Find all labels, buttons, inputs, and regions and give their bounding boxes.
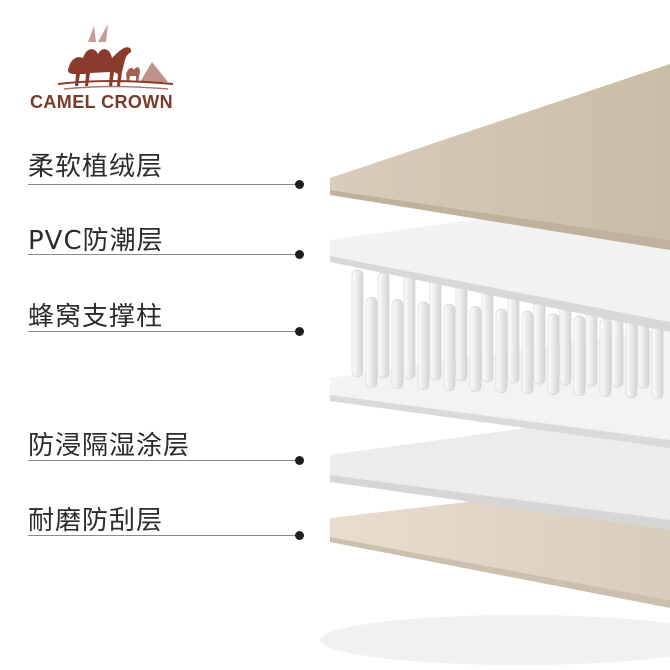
- support-pillar: [469, 306, 482, 392]
- support-pillar: [547, 313, 560, 396]
- leader-line: [28, 331, 298, 332]
- leader-dot: [295, 180, 304, 189]
- support-pillar: [521, 310, 534, 394]
- leader-line: [28, 184, 298, 185]
- layer-label-wear-resistant: 耐磨防刮层: [28, 506, 164, 536]
- support-pillar: [495, 308, 508, 393]
- leader-line: [28, 460, 298, 461]
- support-pillar: [599, 317, 612, 398]
- support-pillar: [351, 269, 364, 378]
- support-pillar: [403, 274, 416, 380]
- leader-dot: [295, 456, 304, 465]
- support-pillar: [377, 272, 390, 379]
- layer-label-flocking: 柔软植绒层: [28, 152, 164, 182]
- support-pillar: [573, 315, 586, 397]
- support-pillar: [429, 276, 442, 381]
- leader-dot: [295, 327, 304, 336]
- layer-label-honeycomb: 蜂窝支撑柱: [28, 302, 164, 332]
- layer-label-pvc: PVC防潮层: [28, 226, 164, 256]
- leader-line: [28, 254, 298, 255]
- leader-dot: [295, 531, 304, 540]
- layer-label-moisture-coating: 防浸隔湿涂层: [28, 431, 191, 461]
- support-pillar: [443, 303, 456, 391]
- support-pillar: [391, 299, 404, 389]
- camel-logo-icon: [57, 24, 174, 90]
- support-pillar: [455, 279, 468, 382]
- support-pillar: [365, 296, 378, 388]
- layer-flocking: [330, 64, 670, 250]
- support-pillar: [417, 301, 430, 390]
- brand-name: CAMEL CROWN: [30, 92, 174, 112]
- support-pillar: [625, 320, 638, 399]
- leader-line: [28, 535, 298, 536]
- support-pillar: [481, 281, 494, 383]
- leader-dot: [295, 250, 304, 259]
- support-pillar: [651, 322, 664, 400]
